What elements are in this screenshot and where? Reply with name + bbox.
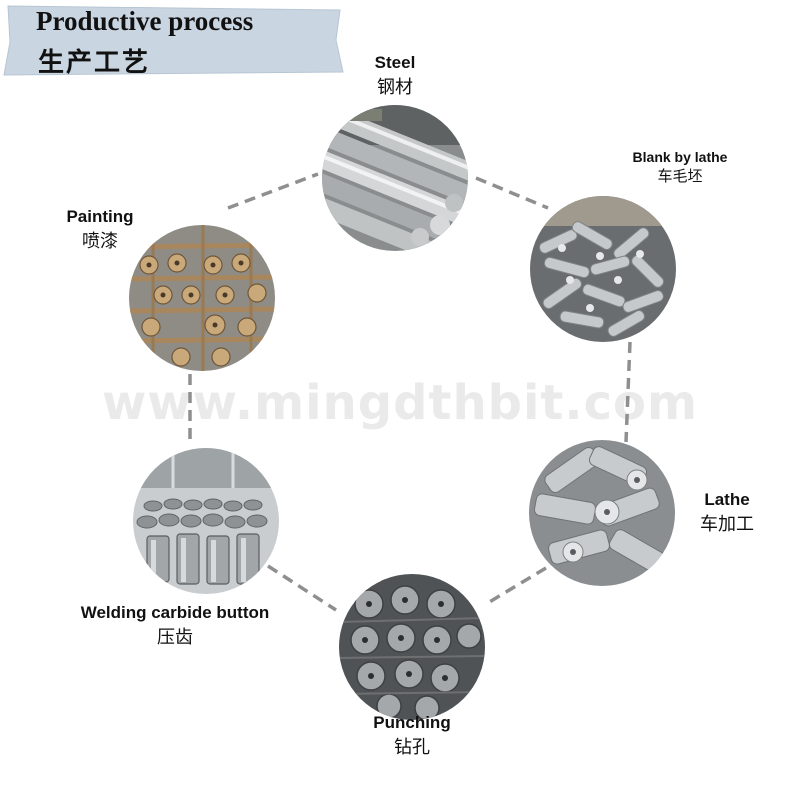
connector-lathe-punching	[485, 566, 547, 606]
step-name-cn: 压齿	[157, 627, 193, 648]
watermark: www.mingdthbit.com	[101, 375, 699, 431]
step-label-welding-carbide-button: Welding carbide button 压齿	[45, 603, 305, 649]
title-banner: Productive process 生产工艺	[0, 0, 345, 78]
banner-background	[3, 5, 344, 76]
step-name-en: Painting	[66, 207, 134, 226]
connector-blank-lathe	[624, 341, 632, 443]
step-name-en: Steel	[374, 53, 416, 72]
lathe-photo	[529, 440, 675, 586]
step-label-punching: Punching 钻孔	[352, 713, 472, 759]
step-name-cn: 车加工	[700, 514, 754, 535]
connector-welding-punching	[267, 564, 337, 612]
page-title-chinese: 生产工艺	[38, 48, 151, 78]
punching-photo	[339, 574, 485, 720]
welding-carbide-button-photo	[133, 448, 279, 594]
step-name-cn: 车毛坯	[657, 167, 703, 185]
step-label-blank-by-lathe: Blank by lathe 车毛坯	[610, 149, 750, 186]
page-title: Productive process	[36, 6, 254, 36]
step-name-en: Welding carbide button	[80, 603, 270, 622]
blank-by-lathe-photo	[530, 196, 676, 342]
step-name-cn: 喷漆	[82, 231, 118, 252]
steel-photo	[322, 105, 468, 251]
step-name-en: Punching	[373, 713, 451, 732]
step-label-steel: Steel 钢材	[345, 53, 445, 99]
step-label-lathe: Lathe 车加工	[682, 490, 772, 536]
step-name-en: Blank by lathe	[632, 149, 728, 165]
step-label-painting: Painting 喷漆	[45, 207, 155, 253]
step-name-en: Lathe	[704, 490, 750, 509]
connector-painting-steel	[227, 172, 319, 210]
painting-photo	[129, 225, 275, 371]
step-name-cn: 钻孔	[394, 737, 430, 758]
connector-steel-blank	[475, 176, 549, 210]
step-name-cn: 钢材	[377, 77, 413, 98]
